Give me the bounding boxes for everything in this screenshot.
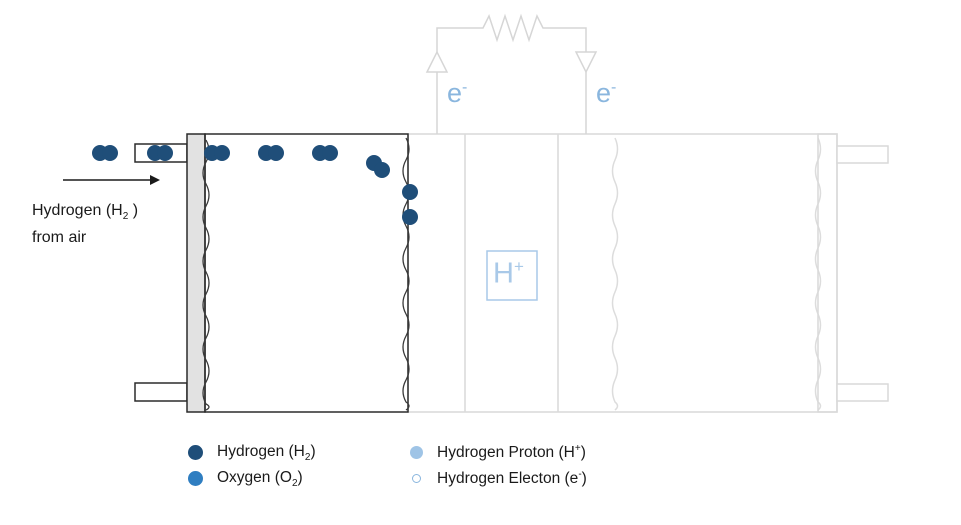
legend-electron: Hydrogen Electon (e-) [437,469,587,488]
legend-hydrogen-icon [188,445,203,460]
hydrogen-atom [102,145,118,161]
proton-label: H+ [493,257,524,291]
proton-box [486,250,538,301]
legend-oxygen-icon [188,471,203,486]
inlet-label-end: ) [128,202,139,219]
legend-electron-icon [412,474,421,483]
electron-label-left: e- [447,78,467,109]
cell-body-faded [407,133,838,413]
legend-proton-icon [410,446,423,459]
hydrogen-atom [214,145,230,161]
legend-oxygen-sub: 2 [291,478,298,490]
left-bottom-port [134,382,188,402]
electron-label-left-sup: - [462,79,468,96]
left-end-plate [186,133,206,413]
electron-label-right-text: e [596,78,612,108]
hydrogen-atom [157,145,173,161]
legend-oxygen: Oxygen (O2) [217,469,303,489]
legend-electron-label: Hydrogen Electon (e [437,470,579,488]
legend-electron-sup: - [578,469,582,480]
inlet-arrow-head-icon [150,175,160,185]
legend-hydrogen-sub: 2 [304,452,311,464]
legend-hydrogen: Hydrogen (H2) [217,443,316,463]
inlet-label-line2: from air [32,229,87,247]
hydrogen-atom [402,209,418,225]
legend-hydrogen-label: Hydrogen (H [217,443,305,460]
electron-label-left-text: e [447,78,463,108]
hydrogen-atom [402,184,418,200]
legend-oxygen-end: ) [297,469,303,486]
legend-proton-label: Hydrogen Proton (H [437,444,575,462]
right-top-port [836,145,889,164]
circuit-arrow-up-icon [425,50,449,73]
legend-oxygen-label: Oxygen (O [217,469,292,486]
right-bottom-port [836,383,889,402]
legend-hydrogen-end: ) [310,443,316,460]
legend-electron-end: ) [581,470,587,488]
inlet-label-text: Hydrogen (H [32,202,123,219]
inlet-label: Hydrogen (H2 ) from air [32,200,138,248]
cathode-wavy-line [611,137,619,411]
legend-proton-sup: + [574,443,581,454]
hydrogen-molecules [92,145,418,225]
proton-label-text: H [493,257,514,290]
proton-label-sup: + [513,257,524,276]
hydrogen-atom [268,145,284,161]
anode-membrane-wavy-line [402,137,410,411]
legend-proton-end: ) [580,444,586,462]
electron-label-right-sup: - [611,79,617,96]
anode-wavy-line [202,139,210,411]
hydrogen-atom [322,145,338,161]
legend-proton: Hydrogen Proton (H+) [437,443,586,462]
right-end-plate [817,133,838,413]
hydrogen-atom [374,162,390,178]
electron-label-right: e- [596,78,616,109]
inlet-label-sub: 2 [122,211,129,223]
circuit-arrow-down-icon [574,51,598,74]
circuit-wire [436,13,587,52]
